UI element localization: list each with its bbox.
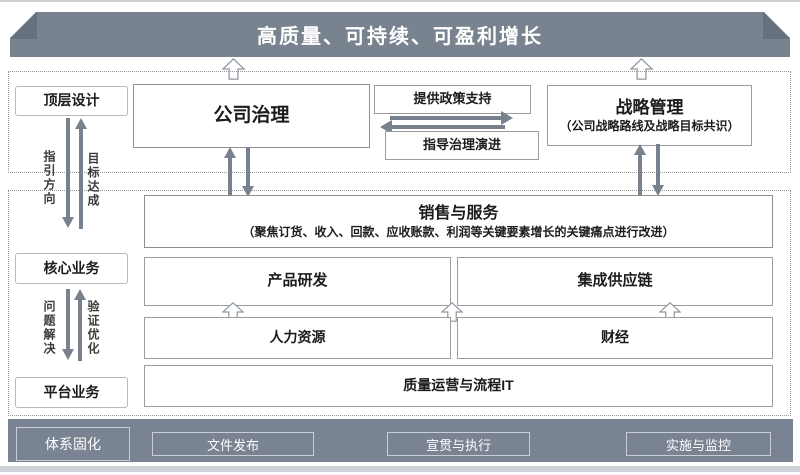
guide-direction-label: 指引方向: [42, 150, 56, 206]
promote-execute-box: 宣贯与执行: [387, 432, 530, 456]
arrow-down-icon: [652, 144, 664, 196]
verify-optimize-label: 验证优化: [86, 300, 100, 356]
arrow-up-icon: [224, 147, 236, 197]
system-solidify-label: 体系固化: [45, 436, 101, 452]
policy-support-box: 提供政策支持: [374, 85, 531, 114]
implement-monitor-box: 实施与监控: [626, 432, 771, 456]
system-solidify-box: 体系固化: [16, 427, 130, 461]
promote-execute-label: 宣贯与执行: [425, 437, 491, 453]
sales-service-subtitle: （聚焦订货、收入、回款、应收账款、利润等关键要素增长的关键痛点进行改进）: [242, 224, 675, 239]
arrow-left-icon: [380, 120, 505, 134]
bottom-band: 体系固化 文件发布 宣贯与执行 实施与监控: [8, 419, 793, 462]
top-design-label: 顶层设计: [43, 92, 100, 109]
strategy-box: 战略管理 （公司战略路线及战略目标共识）: [547, 85, 752, 146]
finance-box: 财经: [457, 317, 773, 359]
strategy-subtitle: （公司战略路线及战略目标共识）: [559, 119, 740, 134]
finance-label: 财经: [601, 329, 629, 346]
arrow-right-icon: [390, 111, 513, 125]
top-divider: [0, 0, 800, 2]
product-rd-box: 产品研发: [144, 257, 451, 306]
arrow-up-outline-icon: [441, 302, 463, 322]
quality-it-box: 质量运营与流程IT: [144, 365, 773, 407]
arrow-up-outline-icon: [630, 58, 653, 80]
sales-service-title: 销售与服务: [418, 204, 499, 222]
arrow-down-icon: [242, 147, 254, 197]
platform-business-box: 平台业务: [15, 377, 128, 408]
implement-monitor-label: 实施与监控: [665, 437, 731, 453]
governance-label: 公司治理: [213, 105, 290, 127]
product-rd-label: 产品研发: [267, 272, 328, 290]
strategy-title: 战略管理: [615, 97, 684, 117]
governance-evolution-box: 指导治理演进: [385, 131, 539, 160]
hr-label: 人力资源: [269, 329, 326, 346]
doc-release-label: 文件发布: [206, 437, 259, 453]
arrow-up-icon: [75, 118, 87, 229]
banner-title: 高质量、可持续、可盈利增长: [257, 26, 543, 48]
platform-business-label: 平台业务: [43, 383, 100, 400]
bottom-divider: [0, 466, 800, 472]
problem-solving-label: 问题解决: [42, 300, 56, 356]
arrow-up-outline-icon: [222, 58, 245, 80]
arrow-up-icon: [74, 289, 86, 361]
top-design-box: 顶层设计: [15, 86, 128, 116]
core-business-label: 核心业务: [43, 259, 100, 276]
hr-box: 人力资源: [144, 317, 451, 359]
arrow-down-icon: [62, 289, 74, 360]
governance-box: 公司治理: [133, 84, 370, 148]
policy-support-label: 提供政策支持: [413, 91, 492, 107]
supply-chain-box: 集成供应链: [457, 257, 773, 306]
supply-chain-label: 集成供应链: [577, 272, 653, 290]
goal-achievement-label: 目标达成: [86, 152, 100, 208]
doc-release-box: 文件发布: [152, 432, 314, 456]
growth-banner: 高质量、可持续、可盈利增长: [10, 12, 790, 57]
sales-service-box: 销售与服务 （聚焦订货、收入、回款、应收账款、利润等关键要素增长的关键痛点进行改…: [144, 195, 773, 248]
governance-evolution-label: 指导治理演进: [422, 137, 501, 153]
core-business-box: 核心业务: [15, 253, 128, 284]
banner-bevel-right: [763, 12, 790, 39]
quality-it-label: 质量运营与流程IT: [403, 377, 514, 394]
arrow-down-icon: [62, 118, 74, 228]
arrow-up-icon: [634, 144, 646, 196]
top-design-section: [8, 71, 791, 173]
business-section: [8, 190, 791, 416]
banner-bevel-left: [10, 12, 37, 39]
